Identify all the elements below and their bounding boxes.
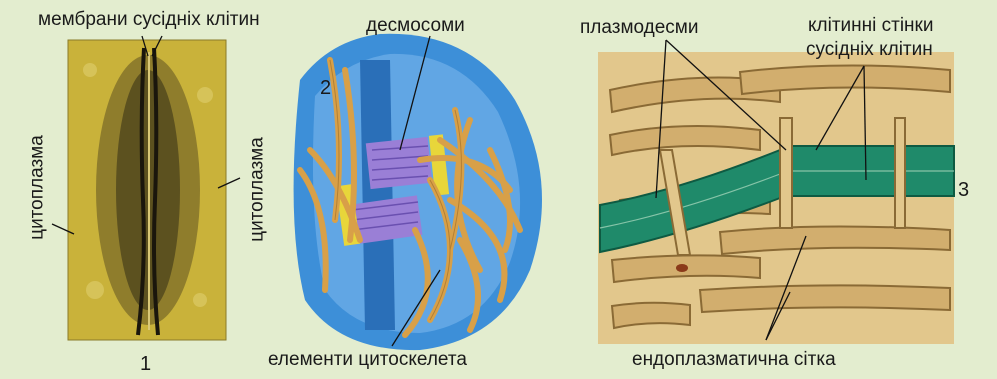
figure-number-1: 1 [140,354,151,374]
cell-membrane-strip [360,60,395,330]
figure-number-2: 2 [320,78,331,98]
label-cytoskeleton: елементи цитоскелета [268,350,467,369]
label-plasmodesmata: плазмодесми [580,18,698,37]
label-cytoplasm-left: цитоплазма [28,128,47,248]
figure-number-3: 3 [958,180,969,200]
label-er: ендоплазматична сітка [632,350,836,369]
label-cell-walls-line2: сусідніх клітин [806,40,933,59]
label-desmosomes: десмосоми [366,16,465,35]
plant-cells-panel-3 [598,40,954,344]
label-cell-walls-line1: клітинні стінки [808,16,933,35]
micrograph-panel-1 [52,36,240,340]
label-membranes: мембрани сусідніх клітин [38,10,260,29]
label-cytoplasm-right: цитоплазма [248,130,267,250]
desmosome-plaque-upper [366,137,432,189]
